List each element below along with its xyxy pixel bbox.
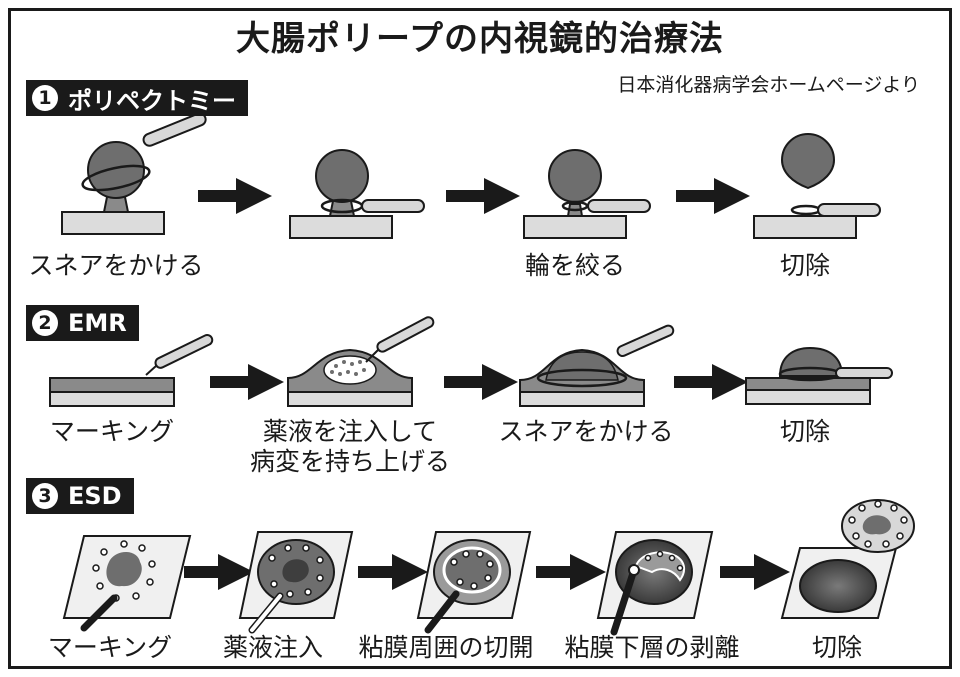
caption-esd-marking: マーキング — [47, 633, 173, 662]
caption-emr-excision: 切除 — [779, 417, 830, 446]
diagram-title: 大腸ポリープの内視鏡的治療法 — [236, 19, 724, 59]
polypectomy-step-3-illustration — [523, 149, 651, 239]
emr-step-3-illustration — [519, 324, 675, 407]
section-number-badge: 1 — [32, 85, 58, 111]
esd-step-5-illustration — [780, 499, 915, 619]
caption-emr-marking: マーキング — [49, 417, 175, 446]
polypectomy-step-1-illustration — [61, 112, 207, 235]
polypectomy-step-4-illustration — [753, 133, 881, 239]
source-credit: 日本消化器病学会ホームページより — [617, 74, 920, 96]
caption-esd-incision: 粘膜周囲の切開 — [358, 633, 534, 662]
caption-esd-injection: 薬液注入 — [222, 633, 323, 662]
emr-step-1-illustration — [49, 334, 214, 407]
section-label: ポリペクトミー — [68, 86, 236, 115]
caption-polypectomy-snare: スネアをかける — [28, 251, 204, 280]
esd-step-3-illustration — [416, 531, 532, 634]
esd-step-4-illustration — [596, 531, 714, 636]
section-header-esd: 3 ESD — [26, 478, 134, 514]
section-number-badge: 2 — [32, 310, 58, 336]
caption-emr-inject-line2: 病変を持ち上げる — [249, 447, 450, 476]
caption-emr-inject-line1: 薬液を注入して — [262, 417, 438, 446]
caption-polypectomy-tighten: 輪を絞る — [524, 251, 625, 280]
polypectomy-step-2-illustration — [289, 149, 425, 239]
caption-polypectomy-excision: 切除 — [779, 251, 830, 280]
section-label: ESD — [68, 482, 122, 510]
emr-step-4-illustration — [745, 346, 893, 405]
caption-esd-excision: 切除 — [811, 633, 862, 662]
section-header-emr: 2 EMR — [26, 305, 139, 341]
outer-frame — [8, 8, 952, 669]
esd-step-1-illustration — [62, 535, 192, 632]
esd-step-2-illustration — [238, 531, 354, 634]
section-label: EMR — [68, 309, 127, 337]
section-number-badge: 3 — [32, 483, 58, 509]
caption-esd-dissection: 粘膜下層の剥離 — [564, 633, 740, 662]
caption-emr-snare: スネアをかける — [498, 417, 674, 446]
emr-step-2-illustration — [287, 316, 435, 407]
section-header-polypectomy: 1 ポリペクトミー — [26, 80, 248, 116]
